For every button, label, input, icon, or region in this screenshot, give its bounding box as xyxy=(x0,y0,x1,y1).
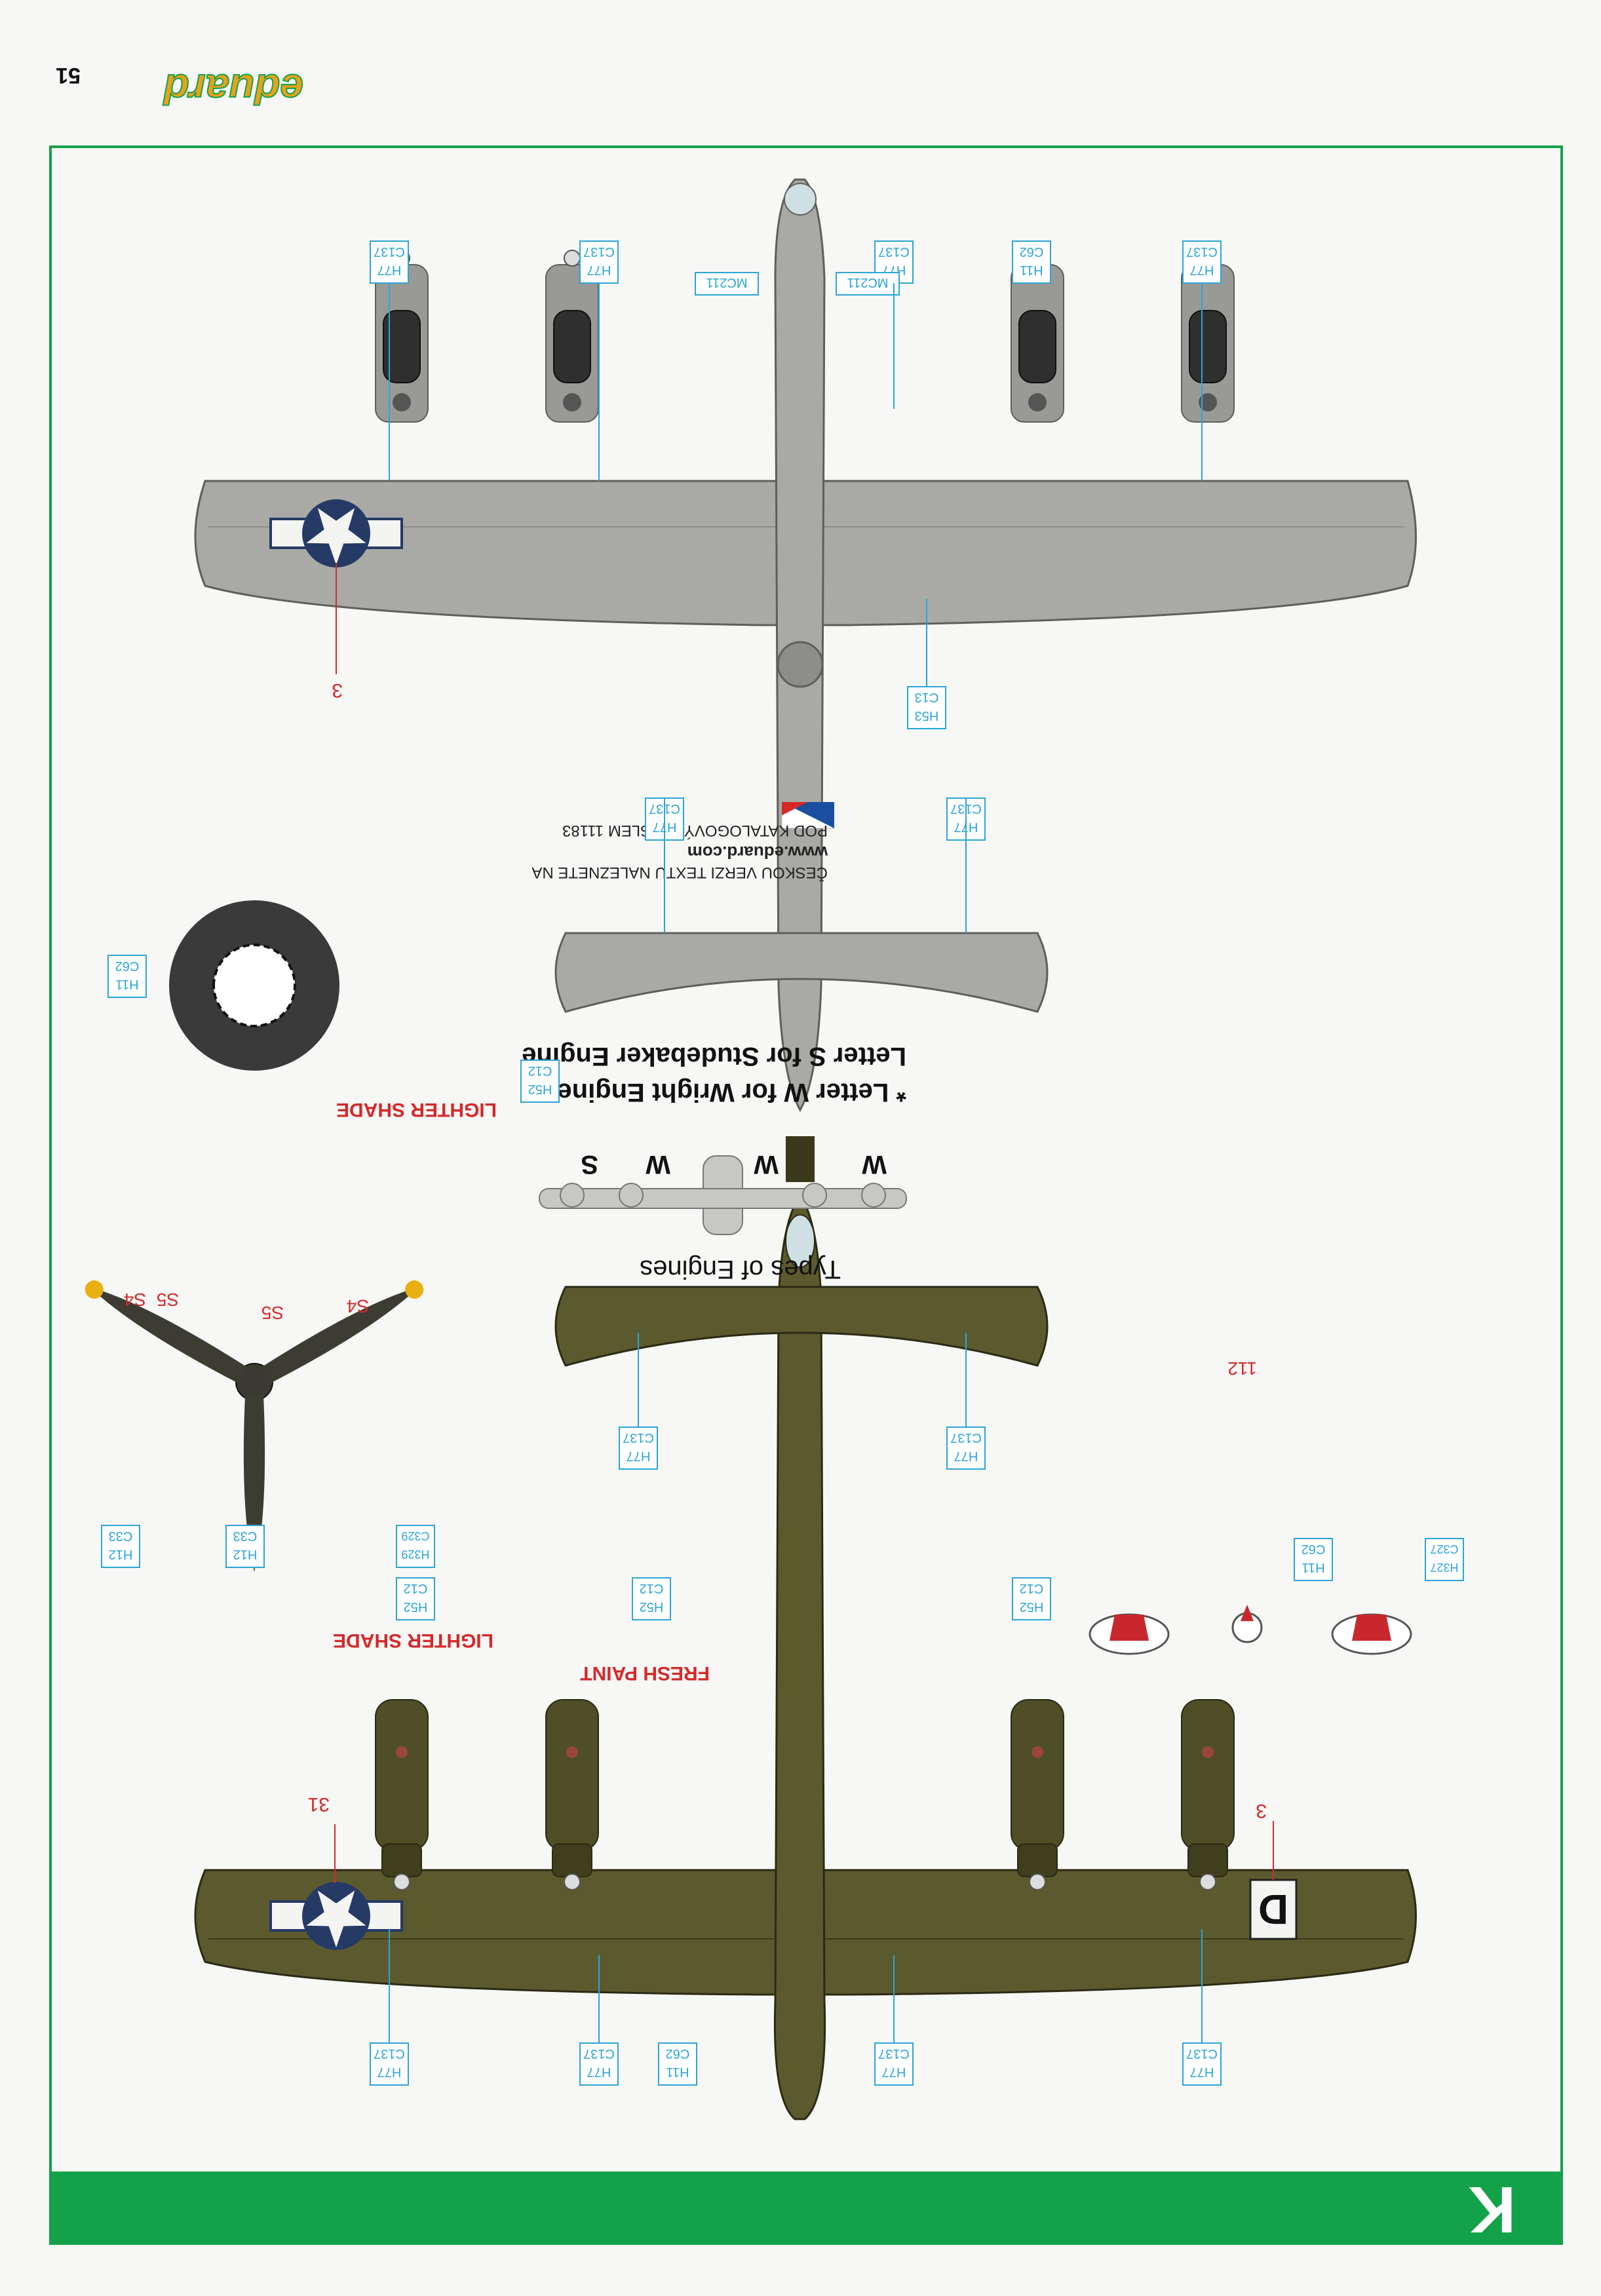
callout-top: H77 xyxy=(1190,2065,1214,2079)
callout-top: H11 xyxy=(1302,1560,1324,1575)
callout-bottom: C137 xyxy=(623,1430,654,1445)
callout-top: H52 xyxy=(1020,1599,1044,1614)
callout-bottom: C12 xyxy=(528,1063,552,1078)
stencil-number: 112 xyxy=(1227,1358,1257,1379)
callout-top: H53 xyxy=(915,708,939,723)
types-of-engines-title: Types of Engines xyxy=(640,1255,841,1284)
eduard-logo: eduard xyxy=(163,66,303,113)
engine-3-top xyxy=(545,1699,599,1890)
section-letter: K xyxy=(1469,2173,1516,2246)
engine-types-diagram xyxy=(539,1155,907,1235)
prop-label-s4-b: S4 xyxy=(124,1290,146,1310)
lighter-shade-label-2: LIGHTER SHADE xyxy=(336,1099,497,1120)
lighter-shade-label-1: LIGHTER SHADE xyxy=(333,1630,493,1651)
callout-top: H11 xyxy=(1020,263,1043,277)
callout-bottom: C137 xyxy=(374,244,405,259)
wheel-drawing xyxy=(169,900,339,1071)
callout-top: H77 xyxy=(627,1449,651,1463)
engine-note-line-2: Letter S for Studebaker Engine xyxy=(522,1042,906,1071)
code-letter: D xyxy=(1258,1886,1288,1933)
callout-mc211: MC211 xyxy=(847,275,889,290)
callout-bottom: C137 xyxy=(374,2046,405,2061)
prop-label-s5-a: S5 xyxy=(261,1303,284,1323)
bottom-stabilizer xyxy=(554,932,1049,1013)
czech-note-line-1: ČESKOU VERZI TEXTU NALEZNETE NA xyxy=(531,864,828,882)
leader-lines xyxy=(389,283,1203,2043)
page-number: 51 xyxy=(56,63,81,88)
callout-mc211: MC211 xyxy=(706,275,748,290)
callout-top: H77 xyxy=(954,1449,978,1463)
top-stabilizer xyxy=(554,1286,1049,1367)
callout-bottom: C137 xyxy=(583,244,615,259)
stencil-drawings xyxy=(1089,1605,1412,1655)
callout-top: H77 xyxy=(1190,263,1214,277)
callout-top: H52 xyxy=(404,1599,428,1614)
engine-2-top xyxy=(1011,1699,1064,1890)
engine-letter-2: W xyxy=(754,1150,779,1179)
top-insignia xyxy=(269,1882,403,1950)
prop-label-s5-b: S5 xyxy=(157,1290,179,1310)
callout-bottom: C62 xyxy=(1020,244,1044,259)
callout-bottom: C327 xyxy=(1430,1542,1458,1556)
callout-bottom: C33 xyxy=(109,1529,133,1543)
engine-1-top xyxy=(1181,1699,1235,1890)
callout-top: H327 xyxy=(1430,1561,1458,1574)
callout-top: H52 xyxy=(640,1599,664,1614)
callout-bottom: C137 xyxy=(583,2046,615,2061)
czech-note-line-2: www.eduard.com xyxy=(687,843,828,862)
callout-top: H12 xyxy=(233,1547,258,1561)
callout-top: H52 xyxy=(528,1082,552,1096)
callout-bottom: C62 xyxy=(1302,1542,1326,1556)
callout-top: H77 xyxy=(377,263,402,277)
code-number: 31 xyxy=(308,1793,330,1815)
engine-note-line-1: * Letter W for Wright Engine xyxy=(557,1078,906,1107)
callout-top: H329 xyxy=(401,1548,429,1561)
callout-top: H11 xyxy=(115,977,138,991)
callout-top: H77 xyxy=(377,2065,402,2079)
insignia-number-top: 3 xyxy=(1256,1800,1267,1822)
callout-bottom: C12 xyxy=(640,1581,664,1596)
green-header-band xyxy=(50,2172,1562,2244)
callout-bottom: C62 xyxy=(115,959,140,973)
callout-bottom: C62 xyxy=(666,2046,690,2061)
callout-top: H77 xyxy=(587,2065,611,2079)
callout-bottom: C329 xyxy=(401,1529,429,1542)
callout-top: H77 xyxy=(587,263,611,277)
callout-bottom: C137 xyxy=(950,1430,982,1445)
engine-letter-3: W xyxy=(646,1150,670,1179)
fresh-paint-label: FRESH PAINT xyxy=(580,1662,710,1684)
czech-note-line-3: POD KATALOGOVÝM ČÍSLEM 11183 xyxy=(562,822,828,840)
callout-bottom: C33 xyxy=(233,1529,258,1543)
callout-top: H11 xyxy=(666,2065,689,2079)
callout-bottom: C137 xyxy=(878,244,910,259)
callout-bottom: C13 xyxy=(915,690,939,704)
czech-flag-icon xyxy=(781,801,836,829)
callout-bottom: C137 xyxy=(878,2046,910,2061)
callout-top: H77 xyxy=(882,2065,906,2079)
prop-label-s4-a: S4 xyxy=(347,1296,369,1316)
engine-4-top xyxy=(375,1699,429,1890)
callout-bottom: C137 xyxy=(1186,244,1218,259)
engine-letter-1: W xyxy=(862,1150,887,1179)
engine-letter-4: S xyxy=(581,1150,598,1179)
top-view-aircraft: D xyxy=(194,1136,1417,2120)
callout-bottom: C137 xyxy=(1186,2046,1218,2061)
insignia-number-bottom: 3 xyxy=(332,679,343,701)
callout-bottom: C12 xyxy=(404,1581,428,1596)
bottom-insignia xyxy=(269,499,403,567)
callout-bottom: C12 xyxy=(1020,1581,1044,1596)
bottom-view-aircraft xyxy=(194,178,1417,1113)
callout-top: H12 xyxy=(109,1547,133,1561)
